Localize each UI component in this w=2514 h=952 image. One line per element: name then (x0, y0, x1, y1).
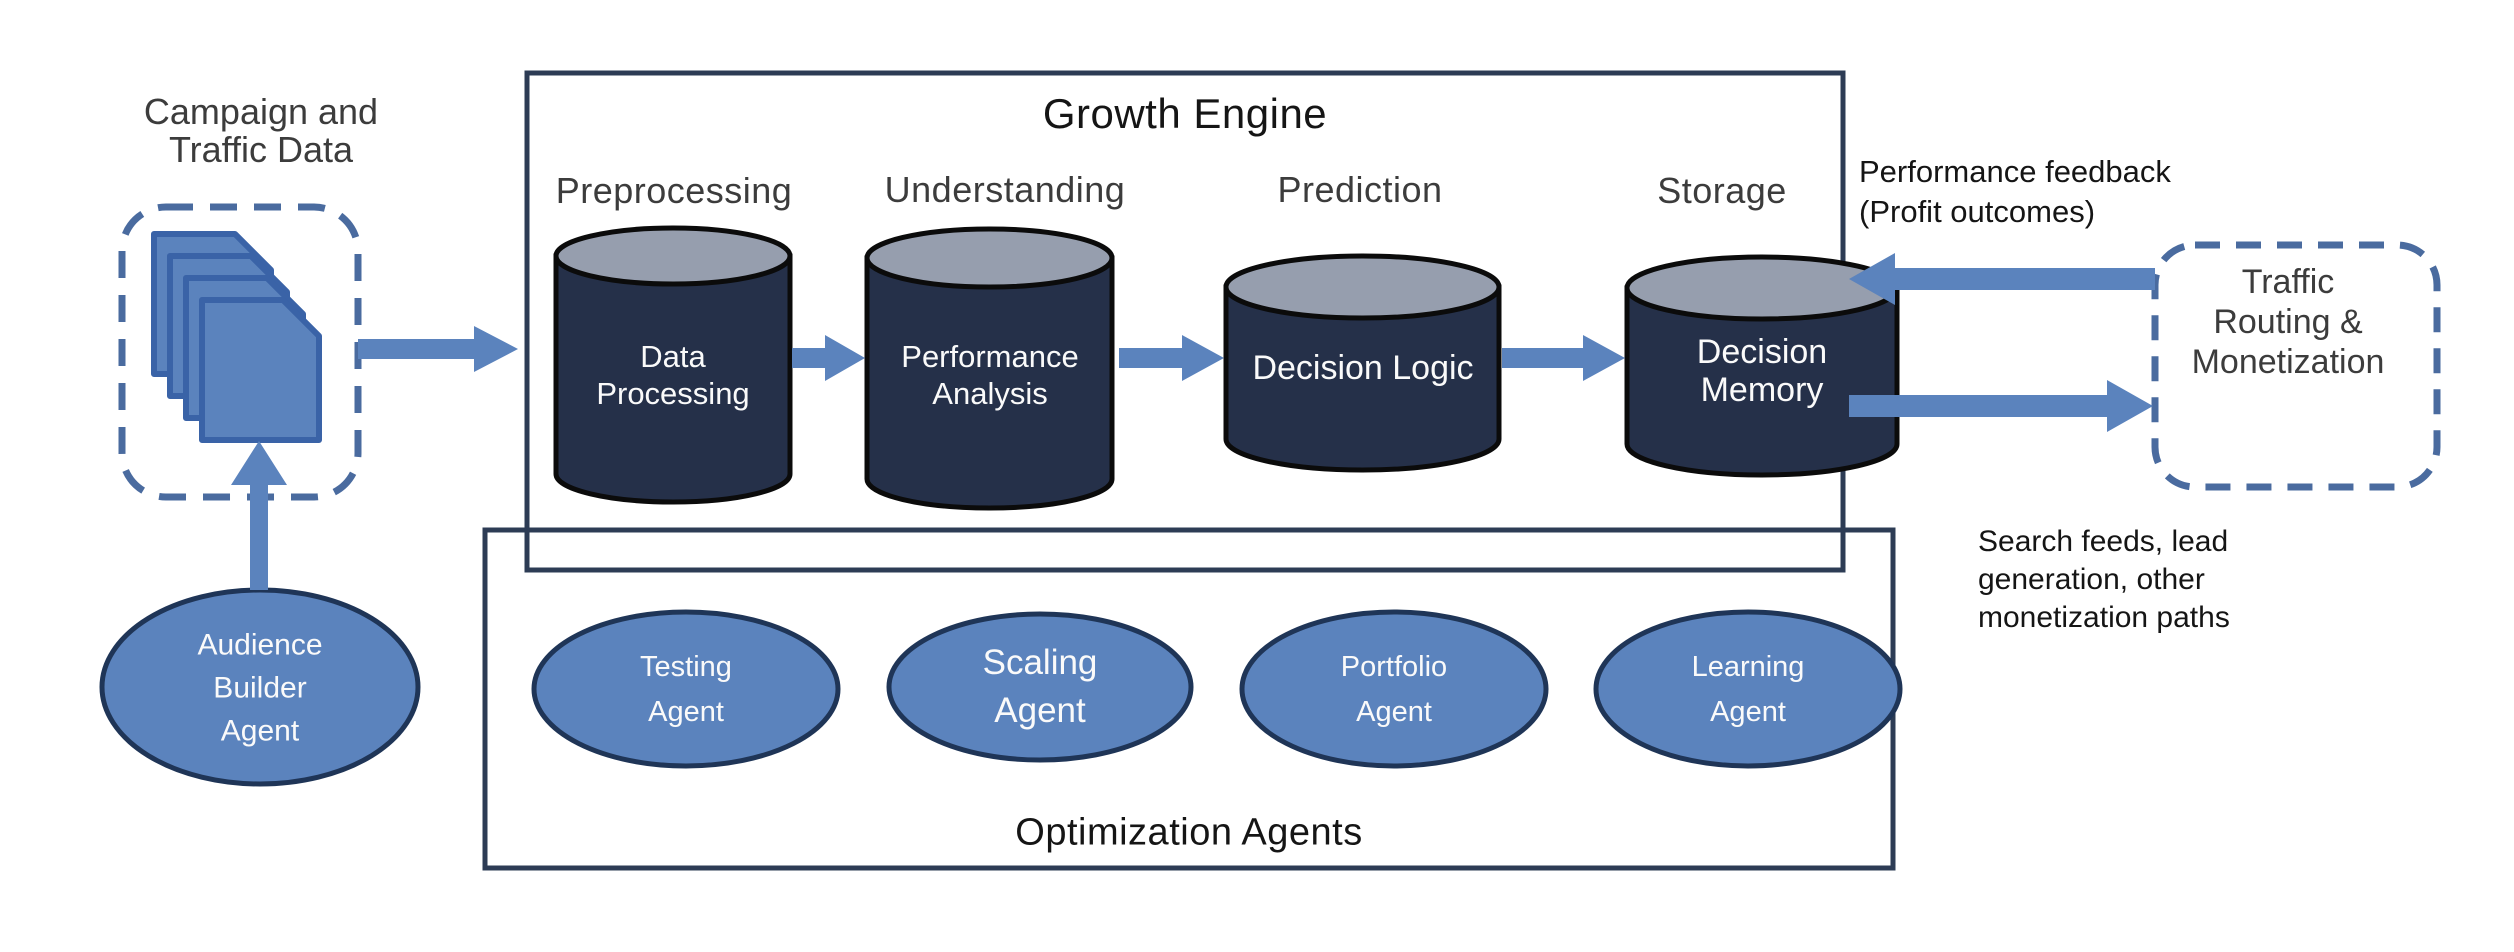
cylinder-decision-logic (1223, 253, 1502, 473)
cylinder-label-decision-logic: Decision Logic (1252, 349, 1474, 387)
arrow-logic-to-memory (1502, 335, 1625, 381)
portfolio-agent-node (1239, 609, 1549, 769)
arrow-analysis-to-logic (1119, 335, 1224, 381)
stage-label-understanding: Understanding (884, 169, 1126, 210)
cylinder-decision-memory (1624, 254, 1900, 478)
testing-agent-label: Testing Agent (640, 651, 732, 728)
portfolio-agent-label: Portfolio Agent (1340, 651, 1448, 728)
arrow-data-to-engine (358, 326, 518, 372)
traffic-routing-dashed-border (2151, 241, 2441, 491)
cylinder-label-decision-memory: Decision Memory (1696, 333, 1828, 409)
cylinder-label-data-processing: Data Processing (596, 339, 750, 411)
scaling-agent-node (886, 611, 1194, 763)
optimization-agents-title: Optimization Agents (1015, 811, 1363, 854)
monetization-paths-annotation: Search feeds, lead generation, other mon… (1978, 525, 2230, 634)
arrow-processing-to-analysis (792, 335, 865, 381)
learning-agent-node (1593, 609, 1903, 769)
arrow-engine-to-monetization (1849, 380, 2153, 432)
document-stack-icon (151, 231, 322, 443)
stage-label-prediction: Prediction (1277, 169, 1443, 210)
arrow-agent-to-data (231, 441, 287, 590)
testing-agent-node (531, 609, 841, 769)
stage-label-storage: Storage (1657, 170, 1787, 211)
cylinder-label-performance-analysis: Performance Analysis (901, 339, 1079, 411)
document-icon (199, 297, 322, 443)
traffic-routing-label: Traffic Routing & Monetization (2191, 263, 2385, 381)
learning-agent-label: Learning Agent (1691, 651, 1805, 728)
campaign-data-label: Campaign and Traffic Data (143, 91, 379, 170)
performance-feedback-annotation: Performance feedback (Profit outcomes) (1859, 154, 2171, 229)
growth-engine-title: Growth Engine (1042, 90, 1328, 137)
stage-label-preprocessing: Preprocessing (555, 170, 793, 211)
audience-builder-agent-label: Audience Builder Agent (197, 628, 323, 748)
scaling-agent-label: Scaling Agent (982, 643, 1098, 730)
cylinder-data-processing (553, 225, 793, 505)
cylinder-performance-analysis (864, 226, 1115, 511)
arrow-performance-feedback (1849, 253, 2155, 305)
